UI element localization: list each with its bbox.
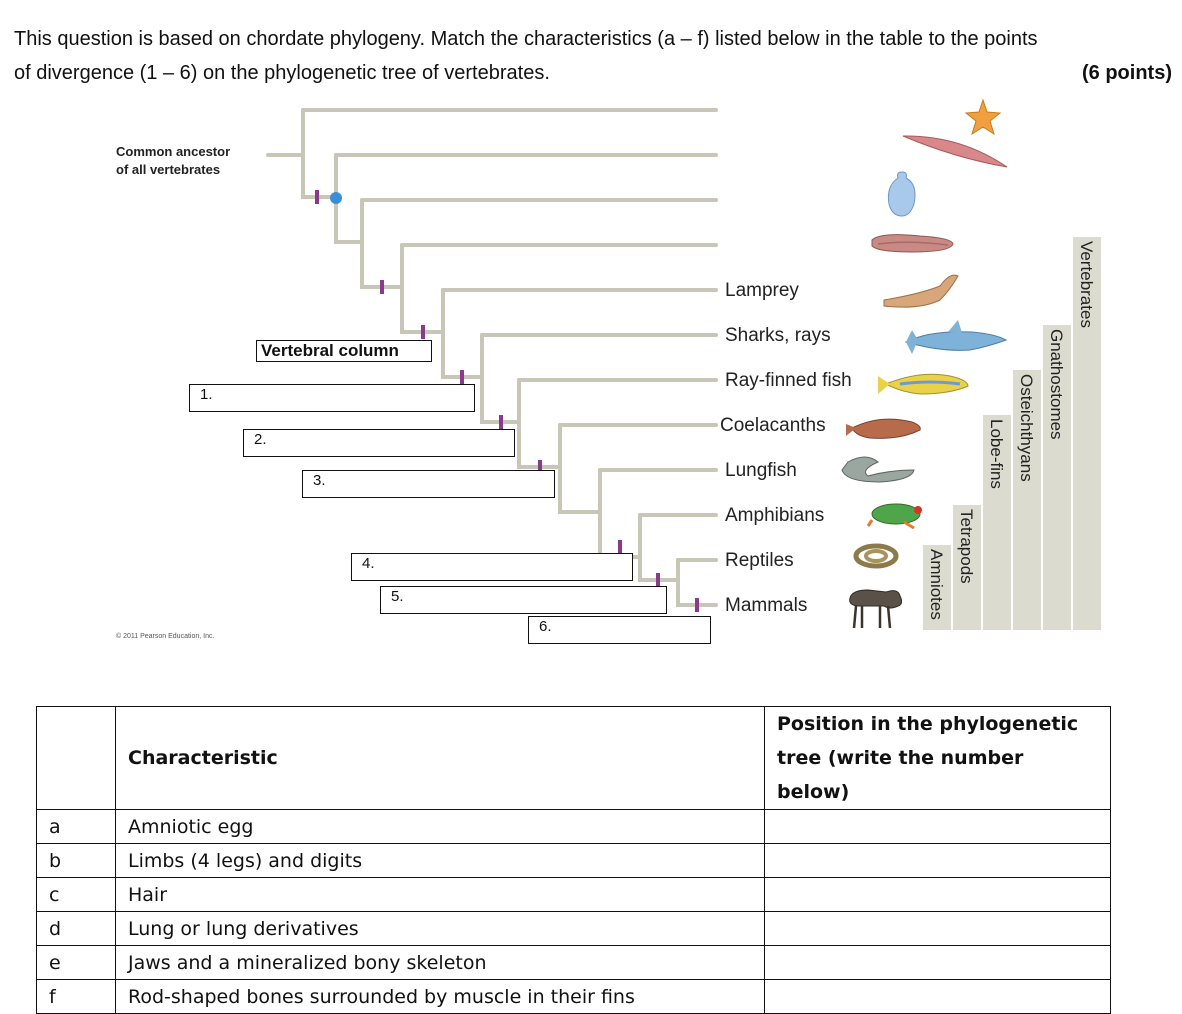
clade-bar-amniotes: Amniotes [923,545,951,630]
table-row: d Lung or lung derivatives [36,911,1111,946]
table-header-row: Characteristic Position in the phylogene… [36,706,1111,810]
taxon-reptiles: Reptiles [725,550,794,571]
clade-label-amniotes: Amniotes [927,549,946,620]
answer-box-6[interactable]: 6. [528,616,711,644]
row-letter: d [36,911,116,946]
row-characteristic: Lung or lung derivatives [115,911,765,946]
divergence-ticks [315,190,699,612]
answer-box-2[interactable]: 2. [243,429,515,457]
taxon-coelacanths: Coelacanths [720,415,826,436]
question-line-1: This question is based on chordate phylo… [14,28,1038,50]
hagfish-icon [871,234,954,253]
table-row: a Amniotic egg [36,809,1111,844]
header-position-line-2: tree (write the number below) [777,747,1024,803]
answer-box-4[interactable]: 4. [351,553,633,581]
table-row: f Rod-shaped bones surrounded by muscle … [36,979,1111,1014]
taxon-mammals: Mammals [725,595,808,616]
ancestor-label-line-1: Common ancestor [116,144,231,159]
starfish-icon [964,98,1002,136]
taxon-sharks-rays: Sharks, rays [725,325,831,346]
position-answer-cell[interactable] [764,911,1111,946]
clade-label-lobe-fins: Lobe-fins [987,419,1006,489]
row-characteristic: Limbs (4 legs) and digits [115,843,765,878]
lamprey-icon [883,274,959,308]
header-letter-cell [36,706,116,810]
ancestor-label-line-2: of all vertebrates [116,162,221,177]
copyright-notice: © 2011 Pearson Education, Inc. [116,633,215,640]
row-characteristic: Jaws and a mineralized bony skeleton [115,945,765,980]
taxon-lungfish: Lungfish [725,460,797,481]
clade-bar-gnathostomes: Gnathostomes [1043,325,1071,630]
question-line-2: of divergence (1 – 6) on the phylogeneti… [14,62,550,84]
organism-illustrations [841,98,1008,629]
row-letter: a [36,809,116,844]
tunicate-icon [887,171,916,217]
lancelet-icon [902,135,1008,168]
clade-bar-lobe-fins: Lobe-fins [983,415,1011,630]
row-letter: f [36,979,116,1014]
lungfish-icon [841,456,915,483]
coelacanth-icon [846,418,921,439]
wildebeest-icon [849,589,903,629]
clade-label-gnathostomes: Gnathostomes [1047,329,1066,440]
position-answer-cell[interactable] [764,843,1111,878]
clade-bar-osteichthyans: Osteichthyans [1013,370,1041,630]
row-letter: e [36,945,116,980]
frog-icon [866,503,922,530]
clade-bar-tetrapods: Tetrapods [953,505,981,630]
table-row: e Jaws and a mineralized bony skeleton [36,945,1111,980]
row-letter: b [36,843,116,878]
shark-icon [904,320,1008,354]
clade-label-tetrapods: Tetrapods [957,509,976,584]
clade-label-vertebrates: Vertebrates [1077,241,1096,328]
characteristics-table: Characteristic Position in the phylogene… [36,706,1111,1014]
ray-finned-fish-icon [878,373,969,395]
row-letter: c [36,877,116,912]
taxon-lamprey: Lamprey [725,280,799,301]
row-characteristic: Rod-shaped bones surrounded by muscle in… [115,979,765,1014]
position-answer-cell[interactable] [764,877,1111,912]
row-characteristic: Hair [115,877,765,912]
clade-label-osteichthyans: Osteichthyans [1017,374,1036,482]
vertebral-column-label: Vertebral column [256,340,432,362]
question-text: This question is based on chordate phylo… [14,22,1172,90]
table-row: c Hair [36,877,1111,912]
header-characteristic: Characteristic [115,706,765,810]
taxon-amphibians: Amphibians [725,505,825,526]
table-row: b Limbs (4 legs) and digits [36,843,1111,878]
position-answer-cell[interactable] [764,809,1111,844]
header-position: Position in the phylogenetic tree (write… [764,706,1111,810]
answer-box-3[interactable]: 3. [302,470,555,498]
ancestor-label: Common ancestor of all vertebrates [116,143,230,179]
row-characteristic: Amniotic egg [115,809,765,844]
header-position-line-1: Position in the phylogenetic [777,713,1079,735]
ancestor-node [330,192,342,204]
position-answer-cell[interactable] [764,945,1111,980]
position-answer-cell[interactable] [764,979,1111,1014]
answer-box-5[interactable]: 5. [380,586,667,614]
taxon-ray-finned-fish: Ray-finned fish [725,370,852,391]
points-label: (6 points) [1082,62,1172,84]
clade-bar-vertebrates: Vertebrates [1073,237,1101,630]
snake-icon [853,543,899,569]
answer-box-1[interactable]: 1. [189,384,475,412]
